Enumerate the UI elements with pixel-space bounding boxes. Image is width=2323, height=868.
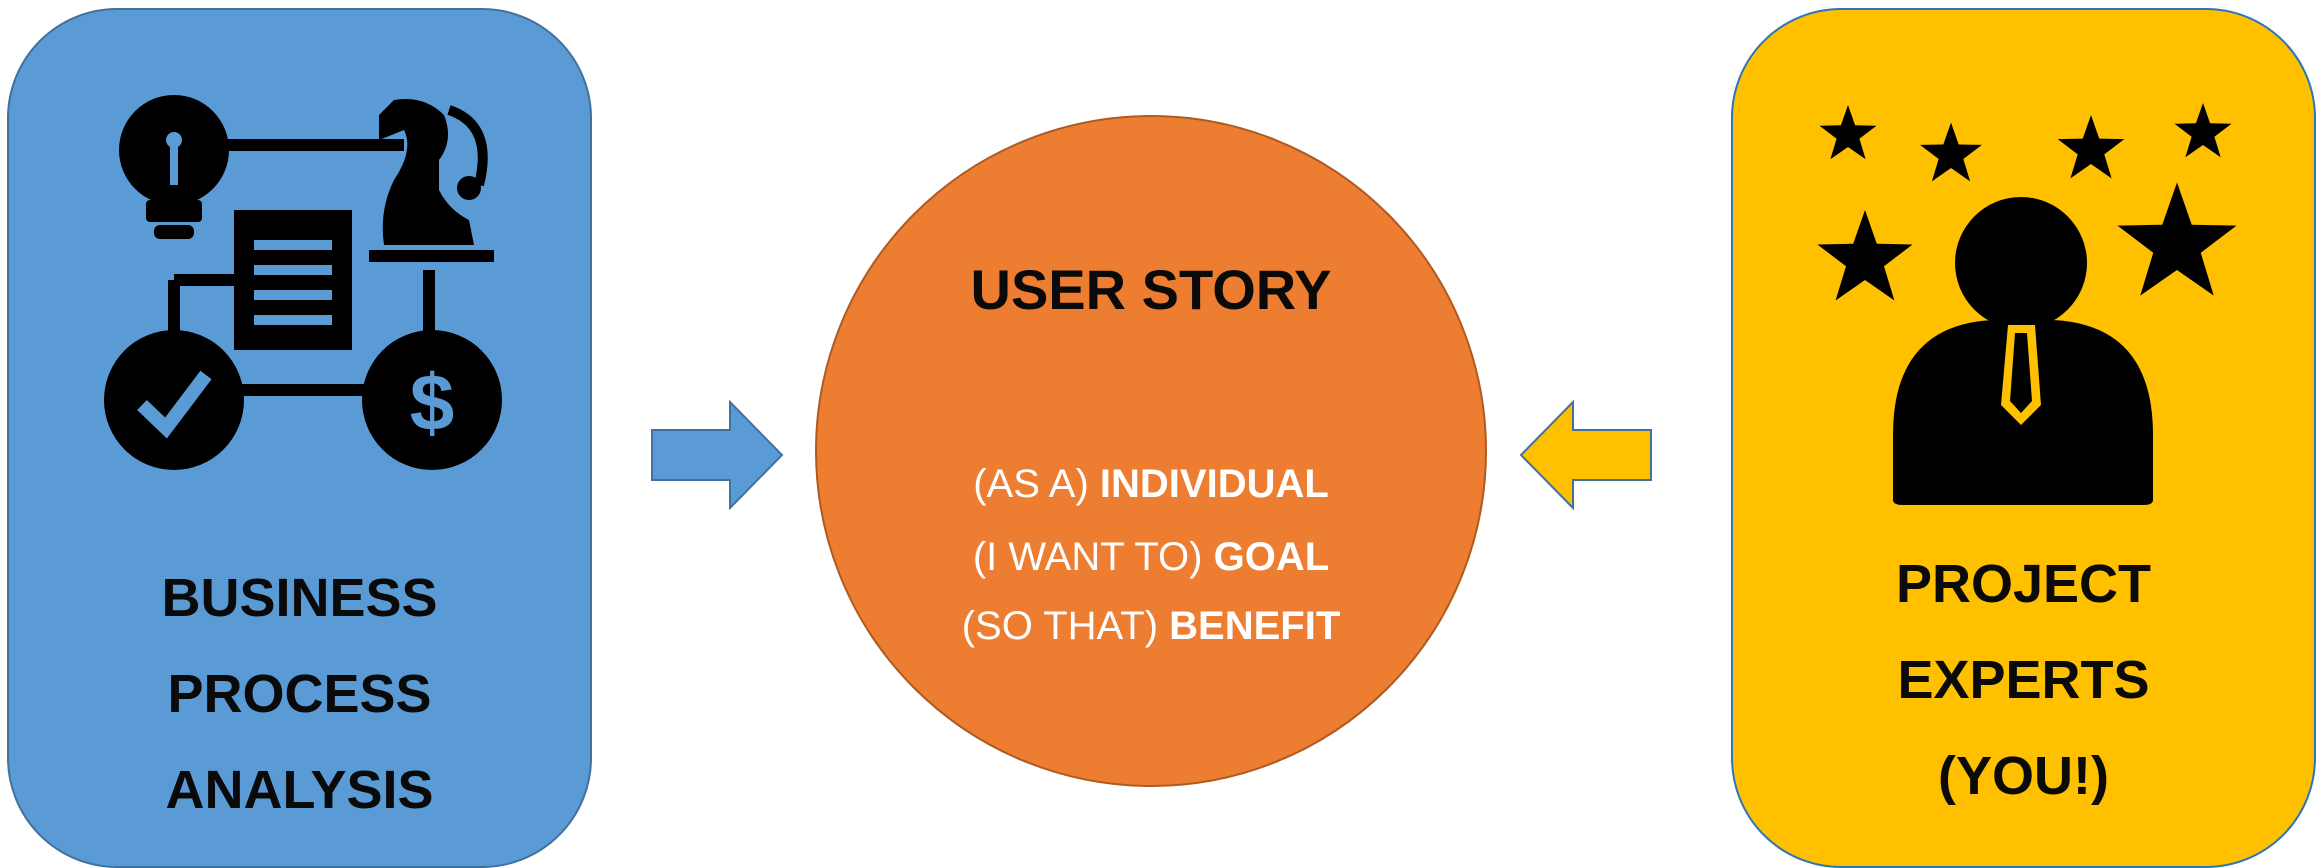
story-prefix: (AS A) — [973, 462, 1089, 506]
label-line: PROJECT — [1895, 554, 2152, 614]
label-line: PROCESS — [167, 664, 432, 724]
label-line: EXPERTS — [1897, 650, 2150, 710]
business-process-label: BUSINESS PROCESS ANALYSIS — [9, 550, 590, 838]
user-story-circle: USER STORY (AS A) INDIVIDUAL (I WANT TO)… — [815, 115, 1487, 787]
label-line: (YOU!) — [1938, 746, 2109, 806]
story-prefix: (I WANT TO) — [972, 535, 1203, 579]
business-process-card: $ BUSINESS PROCESS ANALYSIS — [7, 8, 592, 868]
story-line-benefit: (SO THAT) BENEFIT — [817, 604, 1485, 649]
project-experts-label: PROJECT EXPERTS (YOU!) — [1733, 536, 2314, 824]
project-experts-card: PROJECT EXPERTS (YOU!) — [1731, 8, 2316, 868]
story-term: BENEFIT — [1169, 604, 1341, 648]
story-line-individual: (AS A) INDIVIDUAL — [817, 462, 1485, 507]
user-story-title: USER STORY — [970, 258, 1332, 321]
business-process-icon: $ — [104, 95, 502, 470]
arrow-left-icon — [1519, 400, 1652, 510]
story-prefix: (SO THAT) — [961, 604, 1159, 648]
expert-stars-icon — [1817, 103, 2237, 505]
story-term: INDIVIDUAL — [1099, 462, 1329, 506]
svg-text:$: $ — [410, 358, 455, 447]
label-line: ANALYSIS — [165, 760, 434, 820]
arrow-right-icon — [651, 400, 784, 510]
story-term: GOAL — [1213, 535, 1330, 579]
label-line: BUSINESS — [161, 568, 438, 628]
story-line-goal: (I WANT TO) GOAL — [817, 535, 1485, 580]
